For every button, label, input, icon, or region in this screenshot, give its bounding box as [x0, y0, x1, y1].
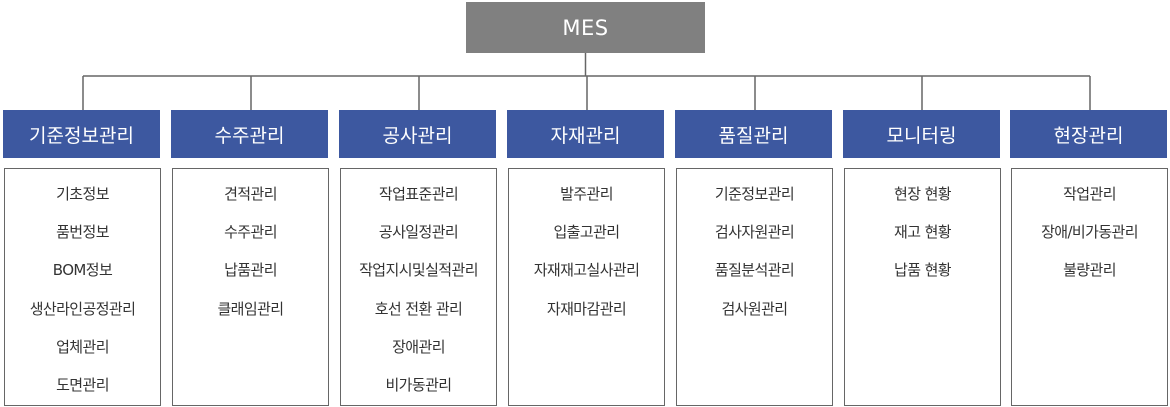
column-item: 현장 현황 [894, 185, 952, 203]
column-header-basic-info: 기준정보관리 [3, 110, 160, 158]
column-item: 기준정보관리 [714, 185, 795, 203]
column-header-orders: 수주관리 [171, 110, 328, 158]
column-item: 자재마감관리 [546, 299, 627, 318]
column-item: 작업관리 [1063, 185, 1116, 203]
column-item: 생산라인공정관리 [29, 299, 136, 318]
column-item: 작업지시및실적관리 [359, 261, 478, 280]
column-item: 장애/비가동관리 [1041, 223, 1138, 242]
column-header-quality: 품질관리 [675, 110, 832, 158]
column-item: 검사자원관리 [714, 223, 795, 242]
column-item: 불량관리 [1063, 261, 1116, 280]
column-header-label: 공사관리 [382, 124, 453, 147]
column-item: 수주관리 [224, 223, 277, 242]
column-item: 재고 현황 [894, 223, 952, 242]
column-header-label: 자재관리 [550, 124, 621, 147]
column-header-label: 현장관리 [1053, 124, 1124, 147]
column-item: BOM정보 [52, 261, 113, 280]
column-header-label: 기준정보관리 [29, 124, 134, 147]
column-item: 견적관리 [224, 185, 277, 203]
column-item: 발주관리 [560, 185, 613, 203]
column-header-construction: 공사관리 [339, 110, 496, 158]
column-header-label: 모니터링 [886, 124, 957, 147]
column-item: 기초정보 [56, 185, 109, 203]
column-item: 작업표준관리 [378, 185, 459, 203]
column-header-monitoring: 모니터링 [843, 110, 1000, 158]
column-item: 공사일정관리 [378, 223, 459, 242]
column-item: 장애관리 [392, 337, 445, 356]
column-item: 호선 전환 관리 [374, 299, 463, 318]
column-header-label: 품질관리 [718, 124, 789, 147]
column-item: 도면관리 [56, 375, 109, 394]
column-item: 클래임관리 [217, 299, 284, 318]
column-item: 납품 현황 [894, 261, 952, 280]
root-node-label: MES [562, 15, 609, 40]
column-header-materials: 자재관리 [507, 110, 664, 158]
column-item: 업체관리 [56, 337, 109, 356]
root-node-mes: MES [466, 2, 705, 53]
column-item: 검사원관리 [721, 299, 788, 318]
column-item: 품질분석관리 [714, 261, 795, 280]
column-item: 납품관리 [224, 261, 277, 280]
column-header-label: 수주관리 [214, 124, 285, 147]
column-header-field: 현장관리 [1010, 110, 1167, 158]
column-item: 비가동관리 [385, 375, 452, 394]
column-item: 품번정보 [56, 223, 109, 242]
column-item: 자재재고실사관리 [533, 261, 640, 280]
column-item: 입출고관리 [553, 223, 620, 242]
